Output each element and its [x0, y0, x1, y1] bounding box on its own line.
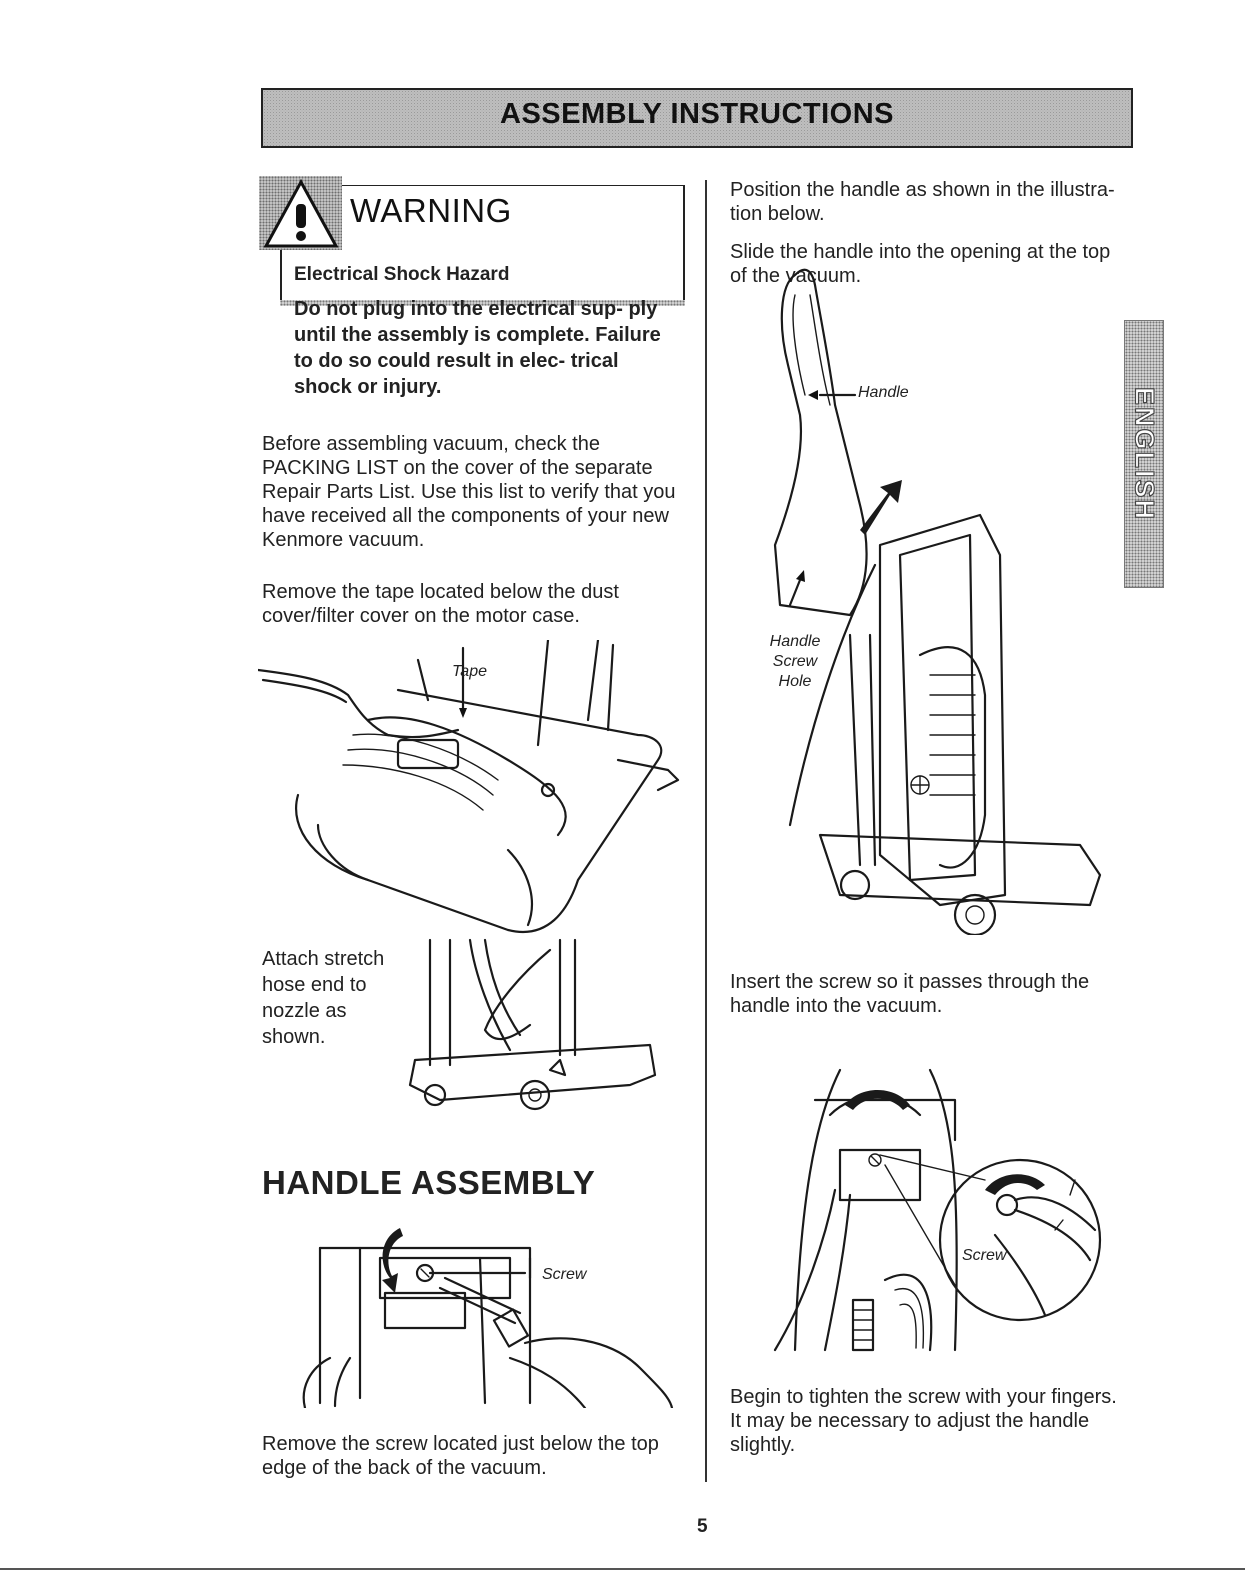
slide-handle-paragraph: Slide the handle into the opening at the… — [730, 241, 1111, 287]
handle-assembly-heading: HANDLE ASSEMBLY — [262, 1164, 596, 1201]
header-banner — [261, 88, 1133, 148]
bottom-edge-line — [0, 1568, 1245, 1570]
tape-label: Tape — [452, 663, 487, 680]
column-divider — [705, 180, 707, 1482]
remove-tape-paragraph: Remove the tape located below the dust c… — [262, 581, 619, 627]
screw-label-right: Screw — [962, 1247, 1007, 1264]
remove-screw-illustration — [302, 1228, 674, 1408]
attach-hose-paragraph: Attach stretch hose end to nozzle as sho… — [262, 948, 385, 1048]
warning-body: Do not plug into the electrical sup- ply… — [294, 298, 661, 398]
warning-box-bottom-band — [280, 300, 685, 306]
insert-screw-paragraph: Insert the screw so it passes through th… — [730, 971, 1090, 1017]
handle-screw-hole-label: Handle Screw Hole — [769, 633, 821, 690]
warning-title: WARNING — [350, 192, 512, 229]
tighten-screw-illustration — [773, 1068, 1102, 1352]
attach-hose-illustration — [408, 938, 657, 1111]
remove-screw-paragraph: Remove the screw located just below the … — [262, 1433, 659, 1479]
warning-subtitle: Electrical Shock Hazard — [294, 264, 510, 285]
warning-triangle-icon — [263, 178, 339, 248]
page-title: ASSEMBLY INSTRUCTIONS — [500, 98, 894, 130]
handle-label: Handle — [858, 384, 909, 401]
page-number: 5 — [697, 1516, 708, 1537]
language-side-tab — [1124, 320, 1164, 588]
language-side-tab-label: ENGLISH — [1129, 386, 1160, 522]
position-handle-paragraph: Position the handle as shown in the illu… — [730, 179, 1115, 225]
handle-position-illustration — [773, 268, 1102, 935]
tape-removal-illustration — [258, 640, 680, 933]
screw-label-left: Screw — [542, 1266, 587, 1283]
packing-list-paragraph: Before assembling vacuum, check the PACK… — [262, 433, 676, 551]
tighten-screw-paragraph: Begin to tighten the screw with your fin… — [730, 1386, 1117, 1456]
